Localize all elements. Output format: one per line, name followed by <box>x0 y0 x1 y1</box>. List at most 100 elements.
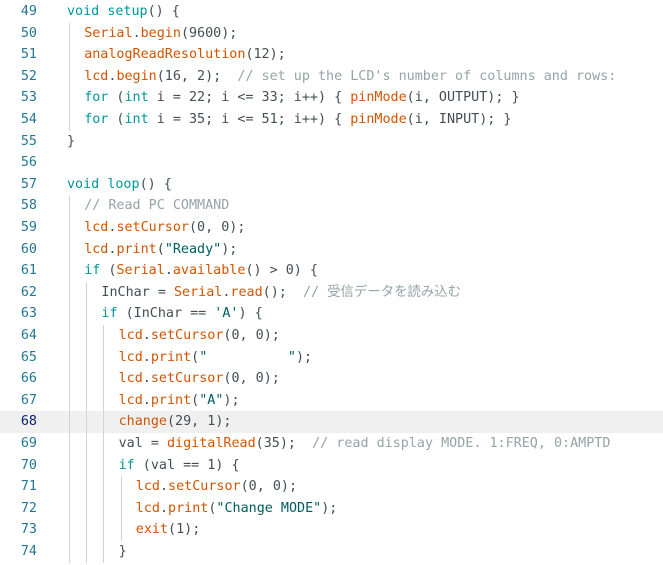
code-token: . <box>164 263 173 279</box>
code-token: // 受信データを読み込む <box>302 284 462 300</box>
indent-guide <box>103 325 105 563</box>
code-text: change(29, 1); <box>119 411 232 433</box>
code-text: lcd.begin(16, 2); // set up the LCD's nu… <box>84 66 616 88</box>
code-token: "Change MODE" <box>216 500 322 516</box>
code-token: "A" <box>199 392 224 408</box>
code-line[interactable]: 67 lcd.print("A"); <box>0 390 663 412</box>
line-number: 59 <box>20 220 37 235</box>
code-text: } <box>67 131 75 153</box>
code-token: print <box>150 392 192 408</box>
code-token: . <box>132 25 141 41</box>
code-text: lcd.setCursor(0, 0); <box>119 325 280 347</box>
code-token: Serial <box>173 284 223 300</box>
code-token: ( <box>108 112 125 127</box>
code-text: if (Serial.available() > 0) { <box>84 260 318 282</box>
code-token: ( <box>191 392 200 408</box>
code-token: Serial <box>116 263 165 279</box>
code-token: lcd <box>118 392 143 408</box>
indent-guide <box>69 195 70 563</box>
code-token: pinMode <box>350 112 407 127</box>
code-token: (9600); <box>180 25 238 41</box>
code-line[interactable]: 66 lcd.setCursor(0, 0); <box>0 368 663 390</box>
code-token: () { <box>147 4 180 19</box>
code-token: (35); <box>255 436 313 451</box>
line-number: 52 <box>20 68 37 84</box>
code-token: ); <box>221 241 238 257</box>
code-token: } <box>67 133 76 149</box>
code-text: lcd.setCursor(0, 0); <box>119 368 280 390</box>
code-line[interactable]: 68 change(29, 1); <box>0 411 663 433</box>
line-number: 74 <box>20 544 37 559</box>
code-text: Serial.begin(9600); <box>84 23 237 45</box>
code-text: lcd.print(" "); <box>119 347 313 369</box>
code-line[interactable]: 74} <box>0 541 663 563</box>
code-text: for (int i = 22; i <= 33; i++) { pinMode… <box>84 87 519 109</box>
code-token: i = 35; i <= 51; i++) { <box>148 112 351 127</box>
code-token: () { <box>139 176 172 192</box>
code-token: (val == 1) { <box>134 457 240 473</box>
code-token: void <box>67 4 100 19</box>
code-token: setCursor <box>116 220 189 235</box>
code-token: setCursor <box>150 328 224 343</box>
code-line[interactable]: 64 lcd.setCursor(0, 0); <box>0 325 663 347</box>
code-token: ); <box>295 349 313 365</box>
code-text: for (int i = 35; i <= 51; i++) { pinMode… <box>84 109 511 131</box>
line-number: 68 <box>20 414 37 430</box>
line-number: 69 <box>20 436 37 451</box>
line-number: 72 <box>20 500 37 516</box>
code-text: } <box>119 541 127 563</box>
code-text: lcd.print("A"); <box>119 390 240 412</box>
code-token: loop <box>107 176 140 192</box>
code-line[interactable]: 69 val = digitalRead(35); // read display… <box>0 433 663 455</box>
line-number: 67 <box>20 392 37 408</box>
line-number: 66 <box>20 371 37 387</box>
code-token: available <box>172 263 246 279</box>
code-text: lcd.print("Change MODE"); <box>136 498 338 520</box>
line-number: 64 <box>20 328 37 343</box>
code-line[interactable]: 52 lcd.begin(16, 2); // set up the LCD's … <box>0 66 663 88</box>
code-token: if <box>84 263 101 279</box>
code-token: begin <box>140 25 181 41</box>
code-line[interactable]: 58// Read PC COMMAND <box>0 195 663 217</box>
code-text: void loop() { <box>67 174 172 196</box>
code-line[interactable]: 72 lcd.print("Change MODE"); <box>0 498 663 520</box>
line-number: 73 <box>20 522 37 538</box>
code-text: val = digitalRead(35); // read display M… <box>119 433 611 455</box>
code-token: . <box>142 328 151 343</box>
code-token: } <box>118 544 127 559</box>
code-token: int <box>124 90 149 106</box>
code-text: InChar = Serial.read(); // 受信データを読み込む <box>101 282 461 304</box>
code-token: . <box>142 371 151 387</box>
code-token: ( <box>191 349 200 365</box>
indent-guide <box>120 476 122 541</box>
code-token: (0, 0); <box>189 220 246 235</box>
code-token: lcd <box>135 479 160 495</box>
code-text: analogReadResolution(12); <box>84 44 286 66</box>
code-token: ); <box>223 392 240 408</box>
code-token: lcd <box>118 371 143 387</box>
line-number: 60 <box>20 241 37 257</box>
code-token: lcd <box>84 220 109 235</box>
code-line[interactable]: 55} <box>0 131 663 153</box>
line-number: 58 <box>20 198 37 214</box>
code-token: // set up the LCD's number of columns an… <box>237 68 617 84</box>
code-token: (InChar == <box>117 306 215 322</box>
code-token: . <box>222 284 231 300</box>
code-line[interactable]: 56 <box>0 152 663 174</box>
